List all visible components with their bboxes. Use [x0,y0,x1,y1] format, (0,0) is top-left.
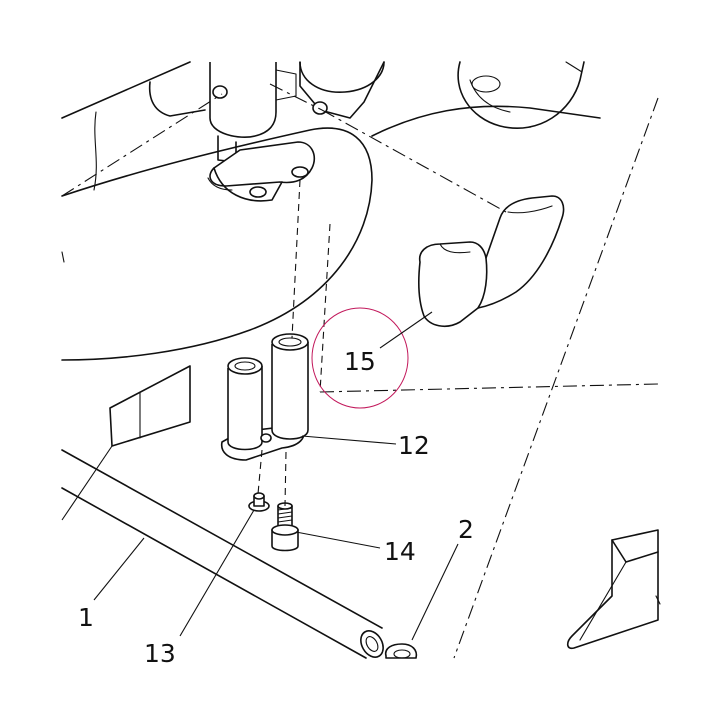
feed-plate [207,141,316,202]
part-13-small-screw [248,492,270,512]
label-part-2: 2 [458,515,474,544]
label-part-15: 15 [344,347,376,376]
guide-lines [61,83,659,659]
part-2-ring [384,643,418,659]
label-plate [109,365,191,447]
machine-body [61,61,601,361]
label-part-1: 1 [78,603,94,632]
part-12-tube-holder [220,333,309,461]
label-part-13: 13 [144,639,176,668]
label-part-14: 14 [384,537,416,566]
upper-assembly [148,61,585,163]
part-14-cap-screw [271,502,299,552]
leader-lines [61,311,459,641]
part-15-cover [418,195,565,328]
label-part-12: 12 [398,431,430,460]
right-casting [566,529,661,650]
highlight-circle [311,307,409,409]
part-1-shaft [61,449,384,659]
